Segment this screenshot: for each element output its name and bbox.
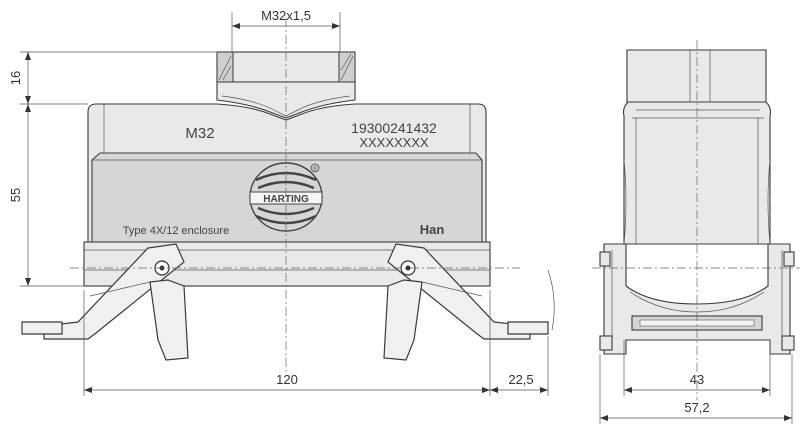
- type-label: Type 4X/12 enclosure: [123, 225, 229, 237]
- series-label: Han: [420, 222, 445, 237]
- front-view: M32 19300241432 XXXXXXXX Type 4X/12 encl…: [8, 8, 555, 396]
- dim-width-main: 120: [83, 290, 549, 396]
- registered-mark: ®: [312, 165, 318, 173]
- dim-width-side-outer: 57,2: [599, 354, 793, 424]
- part-code: XXXXXXXX: [359, 135, 429, 150]
- dim-height-body: 55: [8, 104, 84, 287]
- height-top-text: 16: [8, 71, 23, 85]
- size-label: M32: [185, 125, 214, 142]
- dim-width-side-inner: 43: [623, 340, 771, 396]
- thread-dim-text: M32x1,5: [261, 8, 311, 23]
- part-number: 19300241432: [351, 120, 437, 136]
- brand-text: HARTING: [263, 194, 309, 205]
- side-view: 43 57,2: [592, 40, 800, 424]
- dim-width-lever: 22,5: [490, 372, 548, 393]
- dim-height-top: 16: [8, 51, 216, 105]
- width-side-outer-text: 57,2: [684, 400, 709, 415]
- width-lever-text: 22,5: [508, 372, 533, 387]
- dim-thread: M32x1,5: [231, 8, 341, 52]
- width-main-text: 120: [276, 372, 298, 387]
- height-body-text: 55: [8, 188, 23, 202]
- width-side-inner-text: 43: [690, 372, 704, 387]
